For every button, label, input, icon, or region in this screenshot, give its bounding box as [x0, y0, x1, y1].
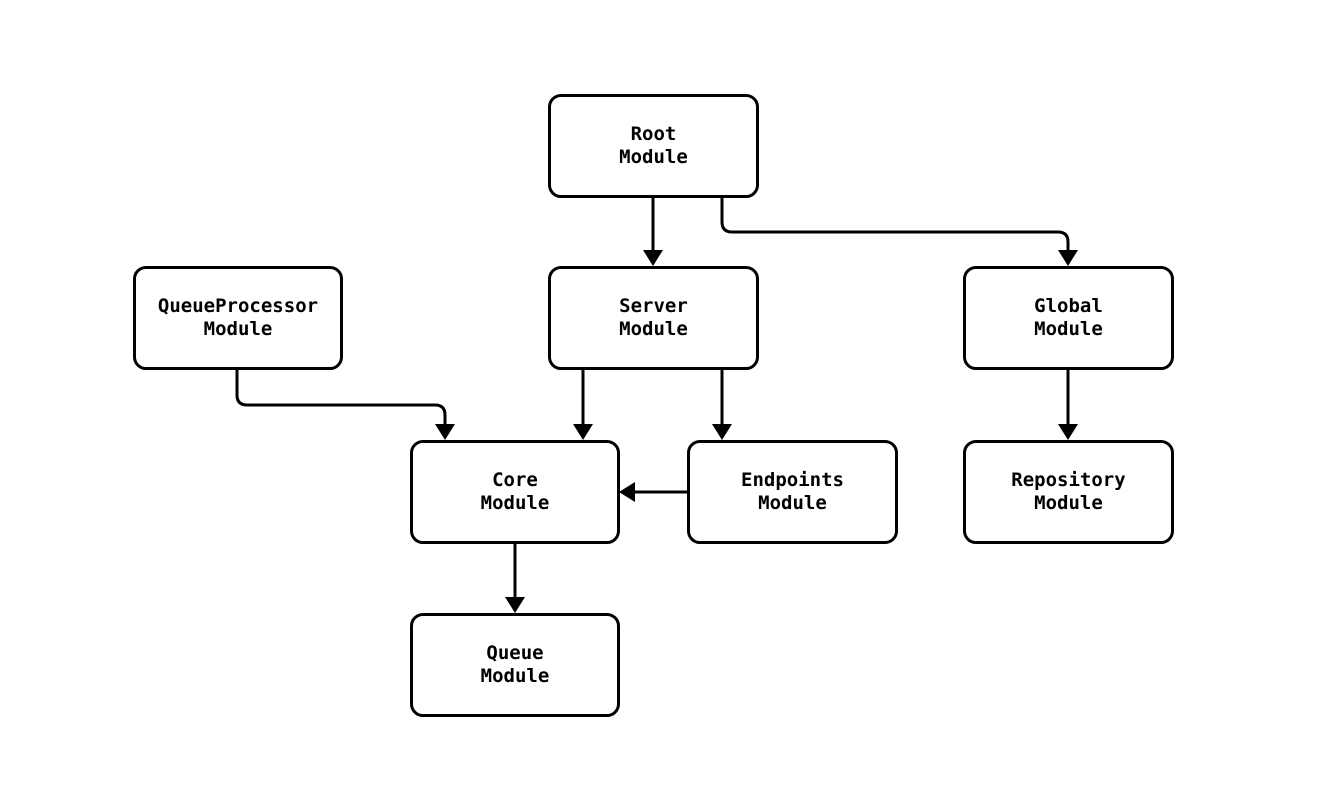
edge-root-to-server-arrowhead	[643, 250, 663, 266]
node-label-secondary: Module	[1034, 318, 1103, 340]
node-label-primary: Repository	[1011, 469, 1126, 491]
node-label-secondary: Module	[619, 318, 688, 340]
edge-root-to-global	[720, 198, 1070, 253]
node-label-primary: Queue	[486, 642, 544, 664]
edge-queueprocessor-to-core-arrowhead	[435, 424, 455, 440]
node-label-primary: QueueProcessor	[157, 295, 319, 317]
node-label-primary: Root	[630, 123, 677, 145]
node-label-primary: Core	[492, 469, 538, 491]
node-label-primary: Global	[1034, 295, 1103, 317]
edge-global-to-repository-arrowhead	[1058, 424, 1078, 440]
node-label-secondary: Module	[480, 665, 550, 687]
edge-server-to-core-arrowhead	[573, 424, 593, 440]
edge-root-to-global-arrowhead	[1058, 250, 1078, 266]
node-label-secondary: Module	[203, 318, 273, 340]
edge-server-to-endpoints-arrowhead	[712, 424, 732, 440]
node-label-secondary: Module	[758, 492, 827, 514]
node-label-secondary: Module	[480, 492, 550, 514]
node-label-secondary: Module	[619, 146, 688, 168]
node-label-secondary: Module	[1034, 492, 1103, 514]
node-label-primary: Endpoints	[741, 469, 844, 491]
edge-queueprocessor-to-core	[235, 370, 447, 427]
node-label-primary: Server	[619, 295, 688, 317]
edge-endpoints-to-core-arrowhead	[619, 482, 635, 502]
edge-core-to-queue-arrowhead	[505, 597, 525, 613]
